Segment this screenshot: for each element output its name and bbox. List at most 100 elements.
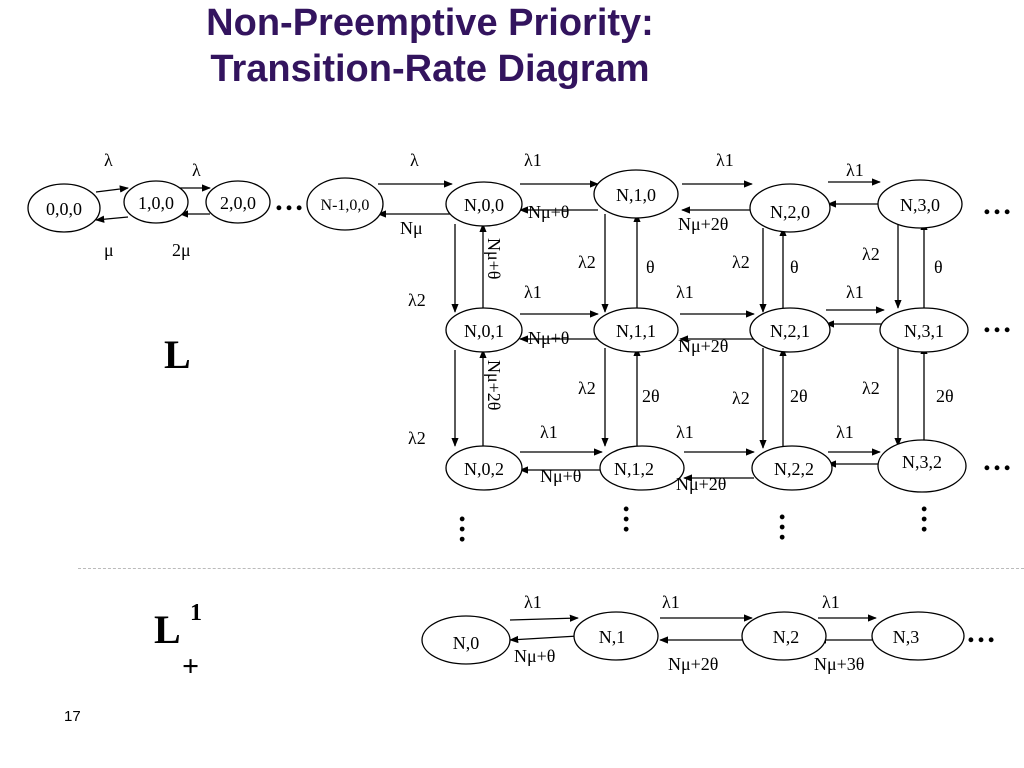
rate-c3-lambda2-a: λ2 xyxy=(862,244,880,264)
state-N02 xyxy=(445,445,523,491)
rate-r2-nmu-2theta: Nμ+2θ xyxy=(676,474,726,494)
arrow-M1-M0 xyxy=(509,635,579,644)
rate-c2-lambda2-a: λ2 xyxy=(732,252,750,272)
state-N11 xyxy=(593,307,679,353)
ellipsis-col1: … xyxy=(617,504,650,534)
state-label-N32: N,3,2 xyxy=(902,452,942,472)
state-N12 xyxy=(599,445,685,491)
rate-lambda-3: λ xyxy=(410,150,419,170)
rate-c3-theta: θ xyxy=(934,257,943,277)
rate-r0-nmu-theta: Nμ+θ xyxy=(528,202,569,222)
state-label-N100: N-1,0,0 xyxy=(321,197,370,214)
state-N10 xyxy=(593,169,679,219)
rate-r1-lambda1-c: λ1 xyxy=(846,282,864,302)
state-000 xyxy=(27,183,101,233)
rate-c1-2theta: 2θ xyxy=(642,386,660,406)
rate-m-lambda1-a: λ1 xyxy=(524,592,542,612)
rate-c0-lambda2-b: λ2 xyxy=(408,428,426,448)
rate-m-nmu-3theta: Nμ+3θ xyxy=(814,654,864,674)
rate-r1-lambda1-a: λ1 xyxy=(524,282,542,302)
ellipsis-m: … xyxy=(966,616,996,649)
state-N20 xyxy=(749,183,831,233)
state-label-200: 2,0,0 xyxy=(220,193,256,213)
rate-r2-lambda1-c: λ1 xyxy=(836,422,854,442)
rate-c2-theta: θ xyxy=(790,257,799,277)
section-label-L1-sup: 1 xyxy=(190,600,202,626)
rate-lambda-1: λ xyxy=(104,150,113,170)
rate-c1-theta: θ xyxy=(646,257,655,277)
section-divider xyxy=(78,568,1024,569)
state-N01 xyxy=(445,307,523,353)
ellipsis-col3: … xyxy=(915,504,948,534)
state-N21 xyxy=(749,307,831,353)
state-label-M0: N,0 xyxy=(453,633,480,653)
section-label-L: L xyxy=(164,332,191,377)
rate-r2-lambda1-b: λ1 xyxy=(676,422,694,442)
state-label-N20: N,2,0 xyxy=(770,202,810,222)
slide-title: Non-Preemptive Priority: Transition-Rate… xyxy=(0,0,860,92)
rate-n-mu: Nμ xyxy=(400,218,423,238)
state-label-N31: N,3,1 xyxy=(904,321,944,341)
rate-mu: μ xyxy=(104,240,114,260)
state-labels: 0,0,0 1,0,0 2,0,0 N-1,0,0 N,0,0 N,1,0 N,… xyxy=(46,185,944,653)
state-label-100: 1,0,0 xyxy=(138,193,174,213)
rate-c3-2theta: 2θ xyxy=(936,386,954,406)
state-M2 xyxy=(741,611,827,661)
section-label-L1-plus: + xyxy=(182,650,199,683)
rate-c0-nmu-theta: Nμ+θ xyxy=(484,238,504,279)
state-N32 xyxy=(877,439,967,493)
rate-2mu: 2μ xyxy=(172,240,191,260)
rate-lambda-2: λ xyxy=(192,160,201,180)
title-line-2: Transition-Rate Diagram xyxy=(210,48,650,90)
ellipsis-row0: … xyxy=(982,188,1012,221)
state-N100 xyxy=(306,177,384,231)
state-label-000: 0,0,0 xyxy=(46,199,82,219)
state-label-N22: N,2,2 xyxy=(774,459,814,479)
state-N22 xyxy=(751,445,833,491)
rate-r0-lambda1-b: λ1 xyxy=(716,150,734,170)
state-label-N11: N,1,1 xyxy=(616,321,656,341)
rate-r2-lambda1-a: λ1 xyxy=(540,422,558,442)
rate-r1-nmu-2theta: Nμ+2θ xyxy=(678,336,728,356)
section-labels: L L 1 + xyxy=(154,332,202,683)
state-M3 xyxy=(871,611,965,661)
rate-c2-lambda2-b: λ2 xyxy=(732,388,750,408)
rate-r1-lambda1-b: λ1 xyxy=(676,282,694,302)
state-label-N02: N,0,2 xyxy=(464,459,504,479)
arrow-000-100 xyxy=(95,185,129,193)
state-N30 xyxy=(877,179,963,229)
rate-c1-lambda2-a: λ2 xyxy=(578,252,596,272)
rate-r1-nmu-theta: Nμ+θ xyxy=(528,328,569,348)
state-M0 xyxy=(421,615,511,665)
rate-c0-lambda2-a: λ2 xyxy=(408,290,426,310)
arrow-100-000 xyxy=(95,215,129,223)
state-200 xyxy=(205,180,271,224)
state-label-N00: N,0,0 xyxy=(464,195,504,215)
continuation-ellipses: … … … … … … … … … xyxy=(274,184,1012,649)
rate-c0-nmu-2theta: Nμ+2θ xyxy=(484,360,504,410)
rate-m-nmu-theta: Nμ+θ xyxy=(514,646,555,666)
state-label-N10: N,1,0 xyxy=(616,185,656,205)
state-label-N21: N,2,1 xyxy=(770,321,810,341)
ellipsis-col2: … xyxy=(773,512,806,542)
rate-c3-lambda2-b: λ2 xyxy=(862,378,880,398)
ellipsis-row2: … xyxy=(982,444,1012,477)
state-label-M2: N,2 xyxy=(773,627,800,647)
state-N00 xyxy=(445,181,523,227)
rate-m-lambda1-c: λ1 xyxy=(822,592,840,612)
rate-c1-lambda2-b: λ2 xyxy=(578,378,596,398)
state-label-N01: N,0,1 xyxy=(464,321,504,341)
rate-r0-lambda1-c: λ1 xyxy=(846,160,864,180)
arrow-M0-M1 xyxy=(509,614,579,622)
title-line-1: Non-Preemptive Priority: xyxy=(206,2,654,44)
rate-labels: λ λ μ 2μ λ Nμ λ1 λ1 λ1 Nμ+θ Nμ+2θ λ2 Nμ+… xyxy=(104,150,954,674)
ellipsis-row1: … xyxy=(982,306,1012,339)
page-number: 17 xyxy=(64,708,81,725)
state-label-N12: N,1,2 xyxy=(614,459,654,479)
rate-r2-nmu-theta: Nμ+θ xyxy=(540,466,581,486)
rate-r0-lambda1-a: λ1 xyxy=(524,150,542,170)
state-label-M1: N,1 xyxy=(599,627,626,647)
section-label-L1: L xyxy=(154,607,181,652)
state-100 xyxy=(123,180,189,224)
state-N31 xyxy=(879,307,969,353)
